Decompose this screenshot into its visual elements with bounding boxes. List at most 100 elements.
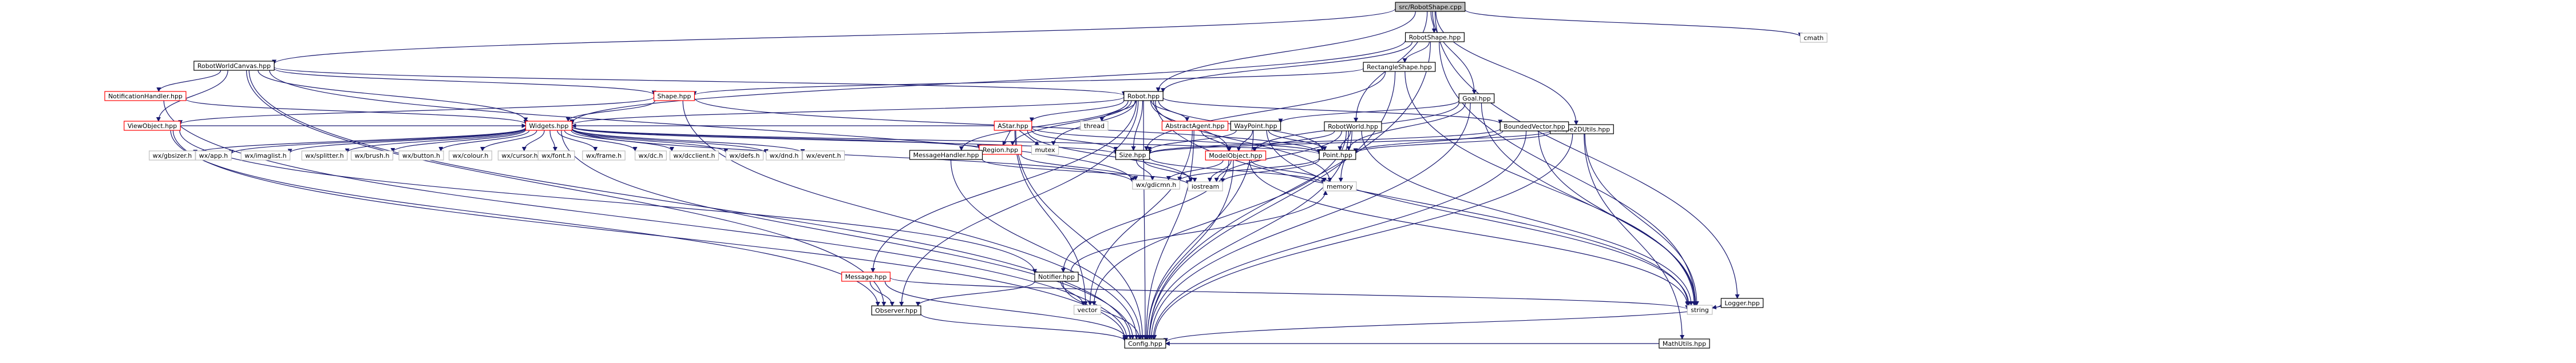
- edge-modelobject-to-wxgdicmn: [1166, 159, 1224, 181]
- edge-widgets-to-wxgbsizer: [193, 127, 527, 154]
- edge-robotworldcanvas-to-config: [248, 70, 1133, 340]
- edge-widgets-to-wxcursor: [521, 130, 545, 151]
- node-label: MessageHandler.hpp: [913, 151, 979, 159]
- edge-astar-to-iostream: [1027, 130, 1193, 182]
- node-box: [1205, 150, 1267, 161]
- node-box: [1499, 121, 1569, 131]
- edge-shape-to-viewobject: [178, 97, 655, 125]
- node-boundedvector[interactable]: BoundedVector.hpp: [1499, 121, 1569, 131]
- node-messagehandler[interactable]: MessageHandler.hpp: [909, 150, 983, 160]
- node-box: [1115, 150, 1150, 160]
- edge-robotshape_cpp-to-robotworldcanvas: [272, 8, 1396, 65]
- node-box: [1124, 338, 1166, 349]
- node-label: Region.hpp: [983, 146, 1018, 154]
- node-robotworld[interactable]: RobotWorld.hpp: [1324, 121, 1382, 131]
- edge-robotworldcanvas-to-shape: [274, 68, 656, 95]
- edge-viewobject-to-config: [172, 130, 1127, 340]
- node-modelobject[interactable]: ModelObject.hpp: [1205, 150, 1267, 161]
- edge-layer: [156, 8, 1803, 346]
- edge-robot-to-memory: [1153, 100, 1332, 182]
- node-robot[interactable]: Robot.hpp: [1123, 91, 1164, 101]
- edge-waypoint-to-string: [1266, 130, 1691, 306]
- node-mutex: mutex: [1031, 145, 1059, 155]
- node-label: NotificationHandler.hpp: [108, 93, 183, 100]
- node-widgets[interactable]: Widgets.hpp: [525, 121, 573, 131]
- node-box: [1687, 305, 1713, 315]
- node-size[interactable]: Size.hpp: [1115, 150, 1150, 160]
- edge-widgets-to-wxbrush: [390, 129, 527, 153]
- node-shape[interactable]: Shape.hpp: [653, 91, 695, 101]
- node-point[interactable]: Point.hpp: [1319, 150, 1356, 160]
- edge-boundedvector-to-size: [1147, 128, 1501, 154]
- edge-message-to-observer: [869, 281, 895, 306]
- node-wxbutton: wx/button.h: [398, 150, 444, 161]
- node-label: wx/button.h: [402, 152, 440, 159]
- node-observer[interactable]: Observer.hpp: [871, 305, 921, 316]
- node-label: wx/splitter.h: [305, 152, 343, 159]
- node-label: wx/dnd.h: [770, 152, 799, 159]
- node-box: [1123, 91, 1164, 101]
- node-box: [1073, 305, 1102, 315]
- edge-robotworldcanvas-to-notificationhandler: [156, 70, 221, 92]
- edge-modelobject-to-iostream: [1207, 159, 1232, 182]
- node-box: [1319, 150, 1356, 160]
- node-rectangleshape[interactable]: RectangleShape.hpp: [1363, 62, 1436, 72]
- node-robotshape_hpp[interactable]: RobotShape.hpp: [1405, 32, 1465, 42]
- edge-robotshape_hpp-to-robot: [1161, 41, 1413, 93]
- node-box: [537, 150, 575, 161]
- node-wxgdicmn: wx/gdicmn.h: [1132, 179, 1180, 190]
- edge-modelobject-to-config: [1145, 159, 1234, 340]
- node-layer: src/RobotShape.cppRobotWorldCanvas.hppRo…: [104, 2, 1827, 349]
- node-notifier[interactable]: Notifier.hpp: [1034, 272, 1079, 282]
- node-notificationhandler[interactable]: NotificationHandler.hpp: [104, 91, 187, 101]
- edge-point-to-iostream: [1220, 159, 1320, 183]
- node-robotworldcanvas[interactable]: RobotWorldCanvas.hpp: [193, 61, 275, 71]
- node-label: wx/colour.h: [453, 152, 489, 159]
- node-abstractagent[interactable]: AbstractAgent.hpp: [1161, 121, 1229, 131]
- node-mathutils[interactable]: MathUtils.hpp: [1659, 338, 1710, 349]
- edge-robotworld-to-iostream: [1214, 130, 1342, 182]
- edge-robot-to-string: [1155, 100, 1691, 306]
- node-wximaglist: wx/imaglist.h: [240, 150, 291, 161]
- node-wxdc: wx/dc.h: [635, 150, 667, 161]
- node-goal[interactable]: Goal.hpp: [1458, 93, 1495, 103]
- node-box: [1323, 181, 1357, 192]
- edge-messagehandler-to-config: [950, 159, 1143, 340]
- node-label: AStar.hpp: [998, 122, 1028, 130]
- node-message[interactable]: Message.hpp: [841, 272, 891, 282]
- node-label: Shape.hpp: [658, 93, 691, 100]
- node-config[interactable]: Config.hpp: [1124, 338, 1166, 349]
- node-label: wx/font.h: [541, 152, 571, 159]
- edge-boundedvector-to-config: [1151, 130, 1527, 340]
- edge-robotshape_cpp-to-cmath: [1465, 9, 1803, 38]
- node-label: Notifier.hpp: [1038, 273, 1075, 281]
- edge-abstractagent-to-modelobject: [1201, 130, 1232, 151]
- edge-robotworldcanvas-to-robot: [274, 66, 1126, 96]
- node-robotshape_cpp[interactable]: src/RobotShape.cpp: [1395, 2, 1466, 12]
- node-viewobject[interactable]: ViewObject.hpp: [124, 121, 181, 131]
- edge-observer-to-config: [920, 313, 1127, 342]
- node-label: wx/defs.h: [729, 152, 759, 159]
- edge-robot-to-observer: [899, 100, 1139, 306]
- node-waypoint[interactable]: WayPoint.hpp: [1230, 121, 1281, 131]
- node-logger[interactable]: Logger.hpp: [1720, 298, 1764, 308]
- node-box: [653, 91, 695, 101]
- node-label: wx/app.h: [199, 152, 228, 159]
- node-region[interactable]: Region.hpp: [979, 145, 1022, 155]
- edge-robotworldcanvas-to-widgets: [258, 70, 528, 122]
- edge-notificationhandler-to-widgets: [185, 98, 528, 125]
- node-string: string: [1687, 305, 1713, 315]
- edge-robotshape_cpp-to-logger: [1434, 11, 1740, 299]
- node-box: [802, 150, 845, 161]
- edge-robotworld-to-vector: [1091, 130, 1347, 306]
- node-box: [582, 150, 626, 161]
- edge-shaped2d-to-string: [1584, 133, 1699, 306]
- edge-size-to-iostream: [1142, 159, 1197, 182]
- edge-shape-to-config: [682, 100, 1139, 340]
- node-wxdcclient: wx/dcclient.h: [669, 150, 719, 161]
- node-astar[interactable]: AStar.hpp: [994, 121, 1032, 131]
- node-box: [841, 272, 891, 282]
- node-box: [1031, 145, 1059, 155]
- node-box: [1363, 62, 1436, 72]
- edge-robot-to-message: [870, 100, 1137, 273]
